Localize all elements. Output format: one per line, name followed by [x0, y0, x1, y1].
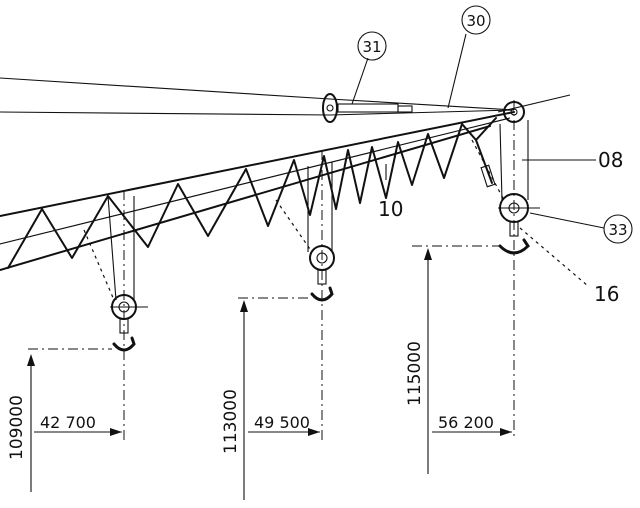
callout-30-label: 30: [466, 12, 485, 30]
height-dimension-2: 113000: [221, 389, 241, 454]
hook-block-3: [498, 100, 540, 440]
callout-33: 33: [603, 214, 633, 244]
radius-dimension-2: 49 500: [254, 413, 310, 432]
dimension-lines: [27, 245, 512, 500]
hook-block-2: [307, 150, 335, 440]
label-10: 10: [378, 197, 403, 221]
callout-33-label: 33: [608, 221, 627, 239]
callout-30: 30: [461, 5, 491, 35]
rope-guides: [83, 139, 589, 301]
height-dimension-1: 109000: [7, 395, 27, 460]
pendant-ropes: [0, 77, 571, 116]
label-16: 16: [594, 282, 619, 306]
height-dimension-3: 115000: [405, 341, 425, 406]
radius-dimension-3: 56 200: [438, 413, 494, 432]
leader-lines: [351, 33, 605, 229]
spreader-pulley: [322, 93, 413, 123]
lattice-jib: [0, 111, 515, 271]
callout-31: 31: [357, 31, 387, 61]
hook-block-1: [107, 190, 148, 440]
label-08: 08: [598, 148, 623, 172]
callout-31-label: 31: [362, 38, 381, 56]
radius-dimension-1: 42 700: [40, 413, 96, 432]
